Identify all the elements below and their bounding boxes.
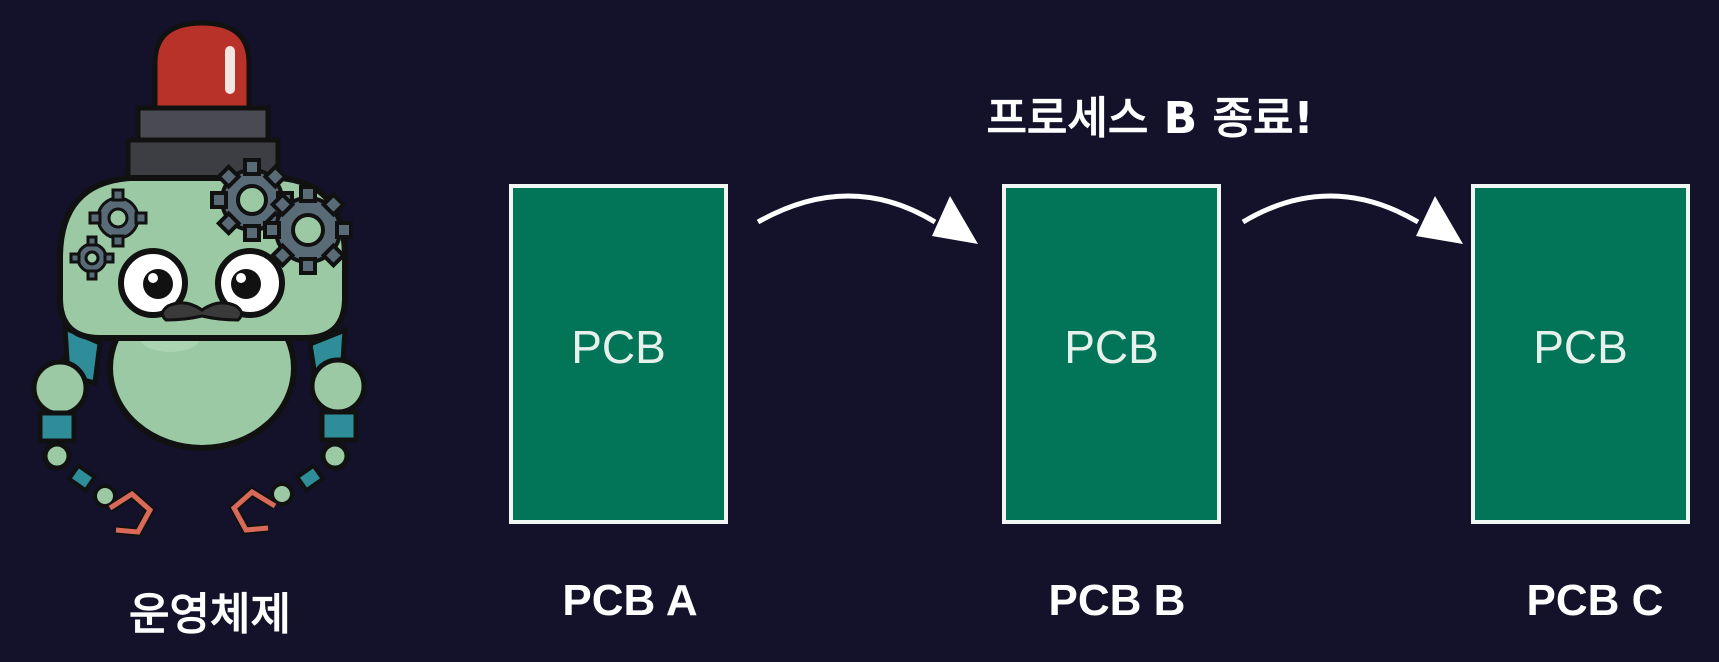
pcb-a-box: PCB: [509, 184, 728, 524]
os-label: 운영체제: [129, 589, 291, 640]
gear-icon: [69, 235, 115, 281]
robot-mustache: [161, 301, 243, 322]
robot-arm-right: [228, 326, 367, 535]
pcb-a-box-label: PCB: [571, 321, 666, 373]
curved-arrow-icon: [756, 193, 978, 244]
pcb-c-box: PCB: [1471, 184, 1690, 524]
pcb-b-box: PCB: [1002, 184, 1221, 524]
gear-icon: [263, 185, 353, 275]
curved-arrow-icon: [1241, 193, 1463, 244]
pcb-c-name: PCB C: [1526, 576, 1664, 625]
robot-mascot-icon: [31, 20, 367, 537]
pcb-a-name: PCB A: [562, 576, 698, 625]
pcb-c-box-label: PCB: [1533, 321, 1628, 373]
gear-icon: [88, 188, 148, 248]
pcb-b-box-label: PCB: [1064, 321, 1159, 373]
robot-arm-left: [31, 324, 156, 537]
diagram-title: 프로세스 B 종료!: [986, 93, 1314, 144]
pcb-b-name: PCB B: [1048, 576, 1186, 625]
robot-eyes: [118, 248, 285, 318]
